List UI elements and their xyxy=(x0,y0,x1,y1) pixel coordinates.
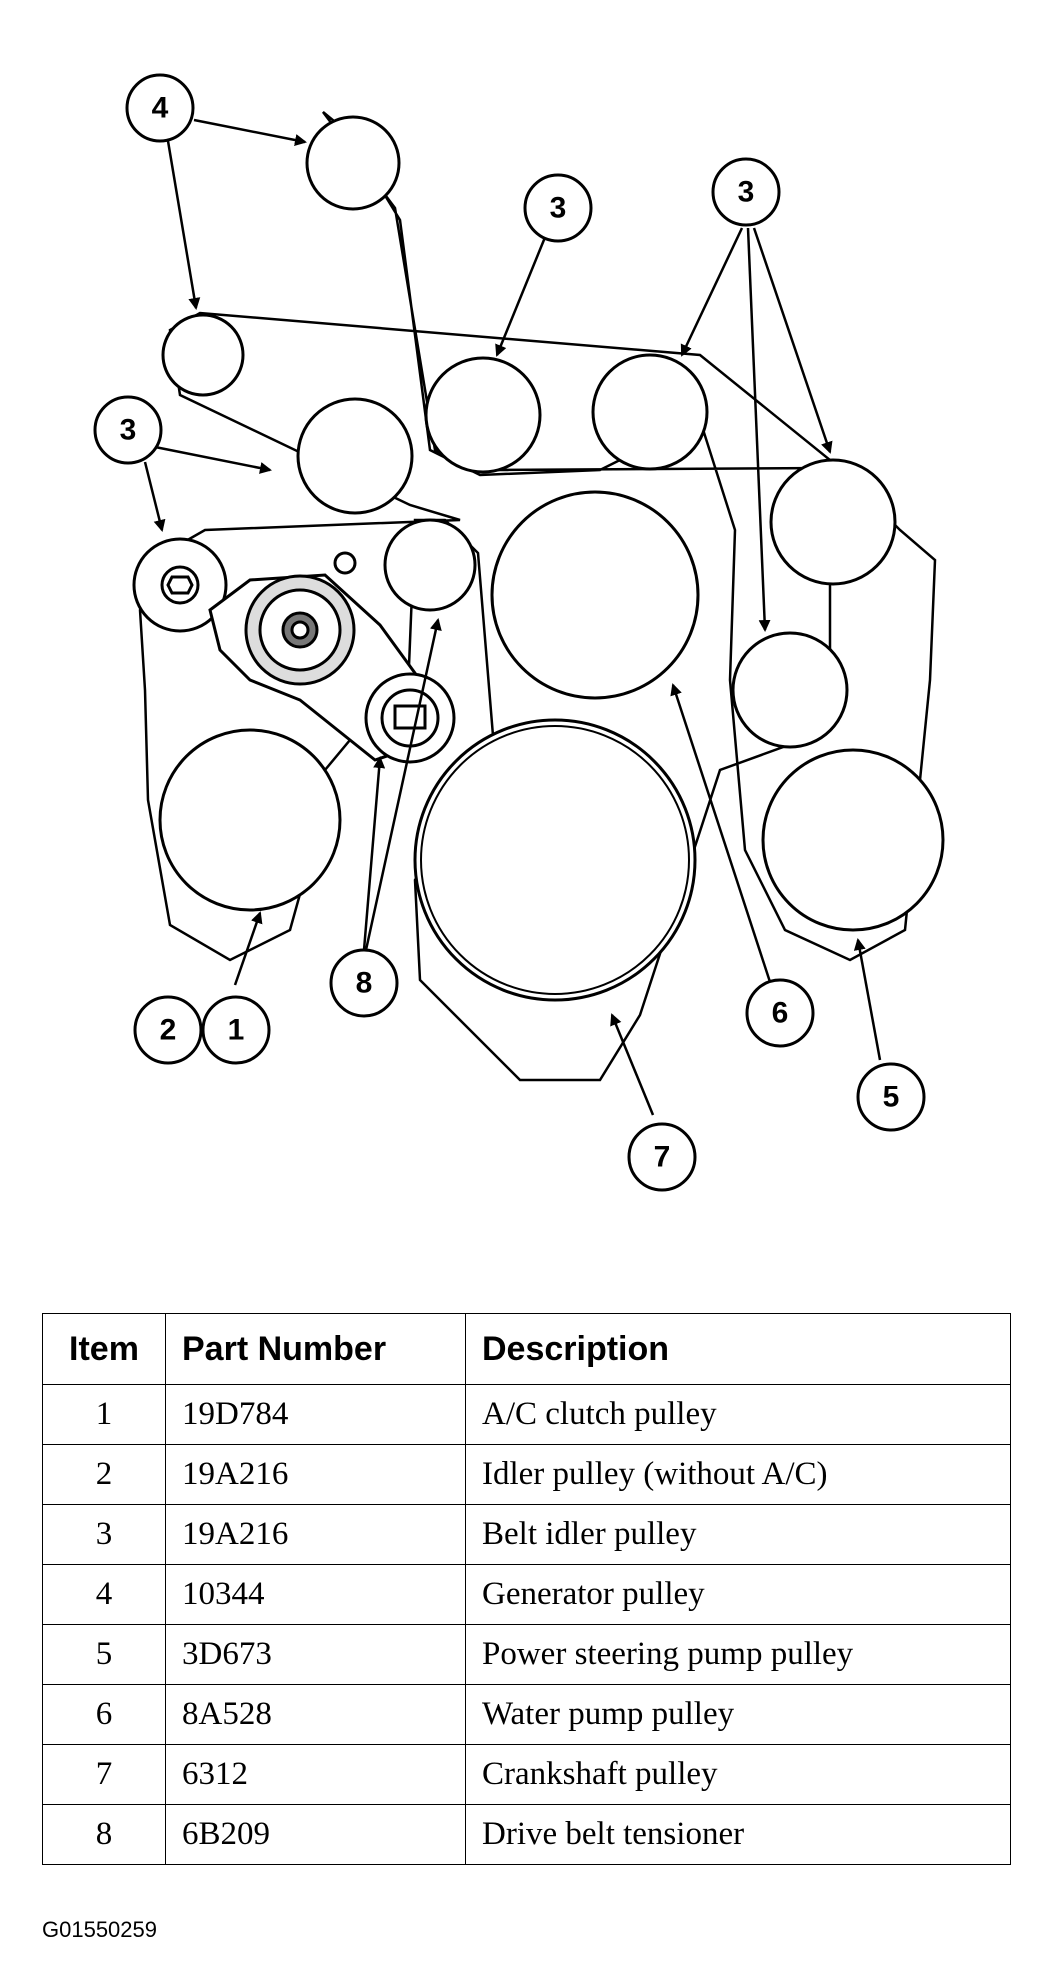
cell-description: Power steering pump pulley xyxy=(465,1624,1011,1685)
callout-1: 1 xyxy=(201,995,271,1065)
table-row: 8 6B209 Drive belt tensioner xyxy=(42,1804,1011,1865)
table-row: 3 19A216 Belt idler pulley xyxy=(42,1504,1011,1565)
callout-3-top-middle: 3 xyxy=(523,173,593,243)
drive-belt-tensioner xyxy=(160,551,456,764)
svg-text:1: 1 xyxy=(228,1014,245,1047)
belt-idler-pulley-upper-left xyxy=(161,313,245,397)
cell-item: 5 xyxy=(42,1624,166,1685)
table-header-row: Item Part Number Description xyxy=(42,1313,1011,1385)
callout-3-left: 3 xyxy=(93,395,163,465)
cell-item: 7 xyxy=(42,1744,166,1805)
cell-item: 3 xyxy=(42,1504,166,1565)
header-description: Description xyxy=(465,1313,1011,1385)
cell-description: Generator pulley xyxy=(465,1564,1011,1625)
cell-description: Idler pulley (without A/C) xyxy=(465,1444,1011,1505)
table-row: 4 10344 Generator pulley xyxy=(42,1564,1011,1625)
callout-6: 6 xyxy=(745,978,815,1048)
water-pump-pulley xyxy=(490,490,700,700)
power-steering-pump-pulley xyxy=(761,748,945,932)
cell-description: Belt idler pulley xyxy=(465,1504,1011,1565)
table-row: 7 6312 Crankshaft pulley xyxy=(42,1744,1011,1805)
svg-text:7: 7 xyxy=(654,1141,671,1174)
cell-part-number: 6312 xyxy=(165,1744,466,1805)
callout-3-top-right: 3 xyxy=(711,157,781,227)
cell-part-number: 19D784 xyxy=(165,1384,466,1445)
header-part-number: Part Number xyxy=(165,1313,466,1385)
belt-idler-pulley-right xyxy=(769,458,897,586)
svg-text:5: 5 xyxy=(883,1081,900,1114)
belt-routing-diagram: 4 3 3 3 2 1 8 6 5 7 xyxy=(93,73,945,1192)
cell-item: 6 xyxy=(42,1684,166,1745)
ac-clutch-pulley xyxy=(158,728,342,912)
cell-part-number: 19A216 xyxy=(165,1444,466,1505)
parts-table: Item Part Number Description 1 19D784 A/… xyxy=(42,1313,1011,1865)
svg-text:6: 6 xyxy=(772,997,789,1030)
svg-text:3: 3 xyxy=(120,414,137,447)
cell-part-number: 10344 xyxy=(165,1564,466,1625)
belt-idler-pulley-left xyxy=(296,397,414,515)
header-item: Item xyxy=(42,1313,166,1385)
svg-text:8: 8 xyxy=(356,967,373,1000)
figure-code: G01550259 xyxy=(42,1917,157,1942)
table-row: 2 19A216 Idler pulley (without A/C) xyxy=(42,1444,1011,1505)
cell-part-number: 19A216 xyxy=(165,1504,466,1565)
cell-item: 1 xyxy=(42,1384,166,1445)
cell-description: Water pump pulley xyxy=(465,1684,1011,1745)
table-row: 1 19D784 A/C clutch pulley xyxy=(42,1384,1011,1445)
cell-part-number: 6B209 xyxy=(165,1804,466,1865)
cell-part-number: 8A528 xyxy=(165,1684,466,1745)
callout-2: 2 xyxy=(133,995,203,1065)
cell-item: 4 xyxy=(42,1564,166,1625)
generator-pulley xyxy=(305,115,401,211)
belt-idler-pulley-top-right xyxy=(591,353,709,471)
tensioner-idler-pulley xyxy=(383,518,477,612)
callout-7: 7 xyxy=(627,1122,697,1192)
cell-part-number: 3D673 xyxy=(165,1624,466,1685)
svg-text:3: 3 xyxy=(550,192,567,225)
cell-item: 8 xyxy=(42,1804,166,1865)
crankshaft-pulley-inner-ring xyxy=(420,725,690,995)
table-row: 5 3D673 Power steering pump pulley xyxy=(42,1624,1011,1685)
cell-description: Crankshaft pulley xyxy=(465,1744,1011,1805)
cell-description: A/C clutch pulley xyxy=(465,1384,1011,1445)
cell-item: 2 xyxy=(42,1444,166,1505)
cell-description: Drive belt tensioner xyxy=(465,1804,1011,1865)
belt-idler-pulley-top-middle xyxy=(424,356,542,474)
svg-text:3: 3 xyxy=(738,176,755,209)
svg-text:4: 4 xyxy=(152,92,169,125)
belt-idler-pulley-lower-right xyxy=(731,631,849,749)
table-row: 6 8A528 Water pump pulley xyxy=(42,1684,1011,1745)
callout-4: 4 xyxy=(125,73,195,143)
svg-text:2: 2 xyxy=(160,1014,177,1047)
callout-5: 5 xyxy=(856,1062,926,1132)
callout-8: 8 xyxy=(329,948,399,1018)
crankshaft-pulley xyxy=(413,718,697,1002)
